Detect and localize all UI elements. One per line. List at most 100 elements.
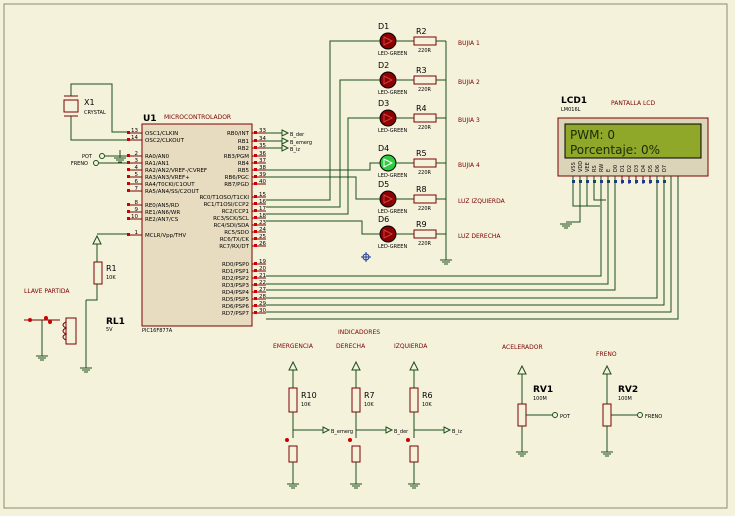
lcd-pin[interactable]: D1 — [620, 165, 626, 184]
pin-name: RD3/PSP3 — [222, 283, 250, 289]
lcd-pin[interactable]: D5 — [648, 165, 654, 184]
indicadores-title: INDICADORES — [338, 329, 380, 336]
crystal-x1[interactable]: X1 CRYSTAL — [63, 83, 128, 141]
resistor-ref: R5 — [416, 149, 427, 158]
pin-number: 35 — [259, 143, 266, 149]
b-emerg-arrow-icon — [281, 137, 290, 145]
lcd-display[interactable]: LCD1 LM016L PANTALLA LCD PWM: 0 Porcenta… — [557, 96, 709, 184]
led-icon — [379, 109, 397, 127]
resistor-ref: R4 — [416, 104, 427, 113]
pin-marker — [127, 161, 130, 164]
lcd-pin[interactable]: D3 — [634, 165, 640, 184]
pin-number: 22 — [259, 280, 266, 286]
lcd-pin[interactable]: VDD — [578, 161, 584, 184]
resistor-value: 220R — [418, 48, 432, 54]
pot-value: 100M — [618, 396, 632, 402]
led-ref: D4 — [378, 144, 389, 153]
resistor-icon — [288, 387, 298, 413]
lcd-pin[interactable]: D4 — [641, 165, 647, 184]
pin-marker — [127, 154, 130, 157]
resistor-icon — [413, 194, 437, 204]
net-terminal-icon — [637, 412, 643, 418]
pin-name: RB3/PGM — [224, 154, 250, 160]
led-type: LED-GREEN — [378, 173, 407, 179]
pin-name: RC6/TX/CK — [220, 237, 250, 243]
pin-number: 6 — [135, 179, 139, 185]
pin-number: 27 — [259, 287, 266, 293]
pin-number: 18 — [259, 213, 266, 219]
pin-number: 19 — [259, 259, 266, 265]
pin-name: RC7/RX/DT — [219, 244, 249, 250]
pin-marker — [127, 175, 130, 178]
resistor-icon — [351, 387, 361, 413]
pin-marker — [254, 230, 257, 233]
lcd-pin[interactable]: D2 — [627, 165, 633, 184]
led-ref: D5 — [378, 180, 389, 189]
pin-number: 9 — [135, 207, 139, 213]
pin-marker — [127, 189, 130, 192]
freno-input-terminal[interactable]: FRENO — [71, 160, 128, 168]
lcd-pin-label: VDD — [578, 161, 584, 172]
resistor-r1[interactable]: R1 10K — [86, 233, 128, 301]
pot-input-label: POT — [82, 154, 93, 160]
b-der-arrow-icon — [281, 129, 290, 137]
relay-rl1[interactable]: LLAVE PARTIDA RL1 5V — [24, 288, 125, 373]
pot-input-terminal[interactable]: POT — [82, 153, 128, 161]
pin-name: MCLR/Vpp/THV — [145, 233, 186, 239]
resistor-value: 220R — [418, 87, 432, 93]
resistor-icon — [413, 158, 437, 168]
pin-number: 23 — [259, 220, 266, 226]
pin-name: RC0/T1OSO/T1CKI — [199, 195, 249, 201]
lcd-screen — [564, 123, 702, 159]
xtal-ref: X1 — [84, 98, 95, 107]
